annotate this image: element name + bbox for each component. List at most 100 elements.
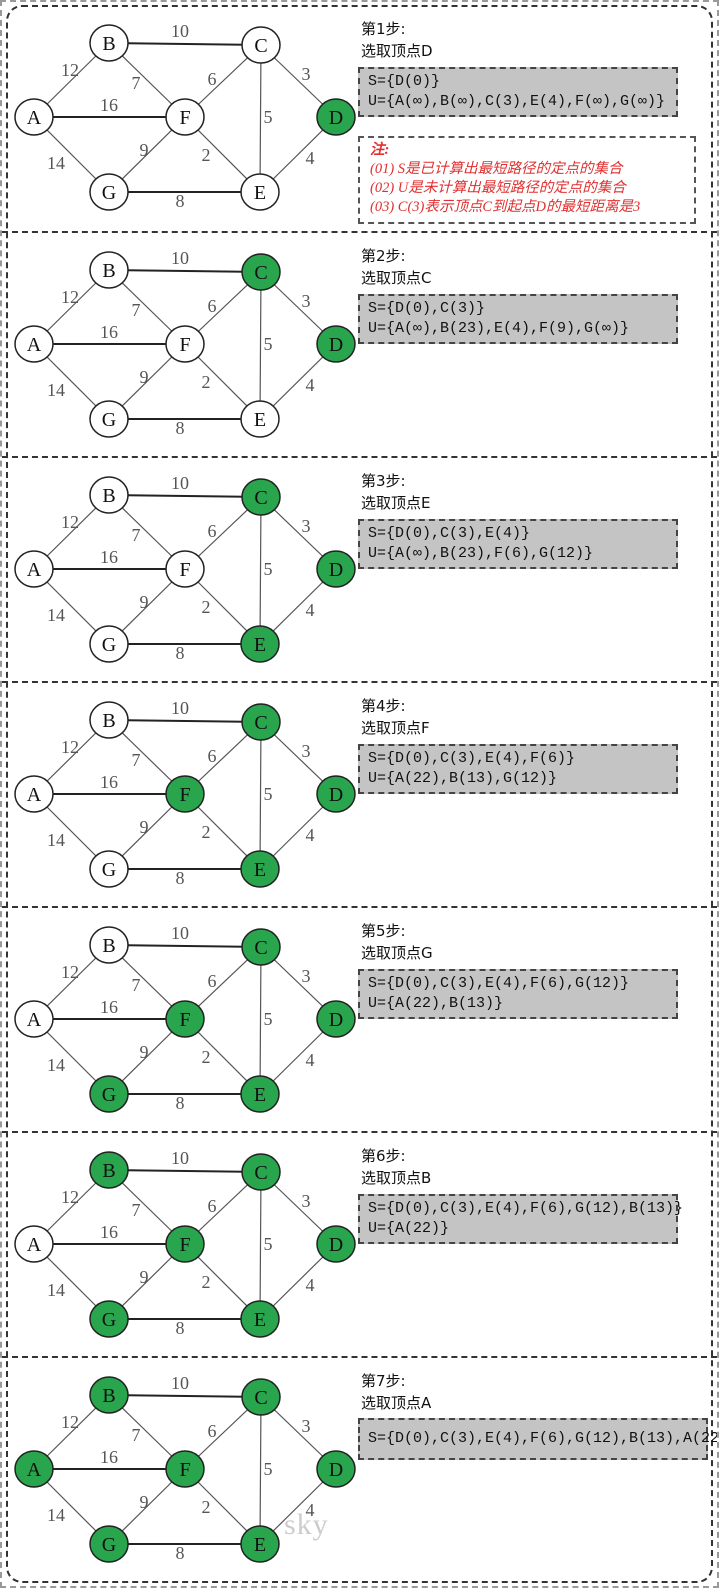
svg-text:G: G [102,409,116,431]
sets-box: S={D(0),C(3),E(4),F(6),G(12)} U={A(22),B… [358,969,678,1019]
u-set-text: U={A(∞),B(23),F(6),G(12)} [368,545,594,562]
svg-text:7: 7 [132,73,141,93]
u-set-text: U={A(22)} [368,1220,450,1237]
svg-text:3: 3 [302,1416,311,1436]
svg-text:16: 16 [100,1447,118,1467]
svg-text:6: 6 [208,521,217,541]
svg-text:C: C [254,1162,267,1184]
svg-text:F: F [179,784,190,806]
svg-text:7: 7 [132,525,141,545]
step-number: 第7步: [361,1372,406,1390]
svg-text:14: 14 [47,380,65,400]
svg-text:6: 6 [208,296,217,316]
svg-text:5: 5 [264,559,273,579]
u-set-text: U={A(22),B(13),G(12)} [368,770,558,787]
svg-text:8: 8 [176,418,185,438]
svg-text:A: A [27,784,42,806]
svg-text:D: D [329,784,343,806]
svg-text:A: A [27,1459,42,1481]
svg-text:G: G [102,1534,116,1556]
svg-text:14: 14 [47,1505,65,1525]
svg-text:12: 12 [61,287,79,307]
svg-text:D: D [329,559,343,581]
svg-text:C: C [254,35,267,57]
svg-text:B: B [102,935,115,957]
svg-text:10: 10 [171,473,189,493]
svg-text:B: B [102,1385,115,1407]
svg-text:C: C [254,937,267,959]
svg-text:2: 2 [202,372,211,392]
svg-text:D: D [329,1009,343,1031]
svg-text:9: 9 [140,817,149,837]
svg-text:F: F [179,334,190,356]
step-number: 第2步: [361,247,406,265]
step-number: 第5步: [361,922,406,940]
svg-text:12: 12 [61,1187,79,1207]
svg-text:16: 16 [100,547,118,567]
svg-text:16: 16 [100,322,118,342]
step-action: 选取顶点F [361,719,430,737]
svg-text:2: 2 [202,1272,211,1292]
svg-text:B: B [102,710,115,732]
svg-text:16: 16 [100,772,118,792]
svg-text:E: E [254,634,266,656]
svg-text:E: E [254,182,266,204]
step-action: 选取顶点G [361,944,433,962]
svg-text:14: 14 [47,1055,65,1075]
svg-text:4: 4 [306,825,315,845]
svg-text:F: F [179,559,190,581]
s-set-text: S={D(0),C(3)} [368,300,486,317]
svg-text:7: 7 [132,1425,141,1445]
svg-text:G: G [102,182,116,204]
svg-text:A: A [27,1234,42,1256]
svg-text:G: G [102,1084,116,1106]
sets-box: S={D(0),C(3),E(4),F(6),G(12),B(13),A(22)… [358,1418,719,1460]
svg-text:D: D [329,107,343,129]
svg-text:4: 4 [306,1275,315,1295]
s-set-text: S={D(0),C(3),E(4),F(6),G(12),B(13)} [368,1200,684,1217]
svg-text:6: 6 [208,1196,217,1216]
svg-text:9: 9 [140,592,149,612]
svg-text:10: 10 [171,21,189,41]
svg-text:12: 12 [61,60,79,80]
svg-text:F: F [179,1459,190,1481]
svg-text:8: 8 [176,868,185,888]
svg-text:16: 16 [100,997,118,1017]
svg-text:4: 4 [306,148,315,168]
s-set-text: S={D(0),C(3),E(4),F(6),G(12),B(13),A(22)… [368,1430,719,1447]
svg-text:10: 10 [171,1148,189,1168]
svg-text:14: 14 [47,830,65,850]
svg-text:C: C [254,262,267,284]
svg-text:B: B [102,485,115,507]
svg-text:E: E [254,1309,266,1331]
svg-text:7: 7 [132,1200,141,1220]
svg-text:9: 9 [140,140,149,160]
svg-text:7: 7 [132,300,141,320]
svg-text:D: D [329,334,343,356]
step-number: 第3步: [361,472,406,490]
svg-text:9: 9 [140,1267,149,1287]
svg-text:2: 2 [202,1497,211,1517]
svg-text:5: 5 [264,1234,273,1254]
svg-text:14: 14 [47,153,65,173]
svg-text:8: 8 [176,1543,185,1563]
svg-text:3: 3 [302,64,311,84]
svg-text:F: F [179,107,190,129]
svg-text:8: 8 [176,1318,185,1338]
s-set-text: S={D(0),C(3),E(4),F(6),G(12)} [368,975,630,992]
step-number: 第1步: [361,20,406,38]
s-set-text: S={D(0)} [368,73,441,90]
s-set-text: S={D(0),C(3),E(4)} [368,525,531,542]
u-set-text: U={A(∞),B(∞),C(3),E(4),F(∞),G(∞)} [368,93,666,110]
note-line-3: (03) C(3)表示顶点C到起点D的最短距离是3 [370,199,641,215]
svg-text:16: 16 [100,1222,118,1242]
svg-text:14: 14 [47,1280,65,1300]
s-set-text: S={D(0),C(3),E(4),F(6)} [368,750,576,767]
